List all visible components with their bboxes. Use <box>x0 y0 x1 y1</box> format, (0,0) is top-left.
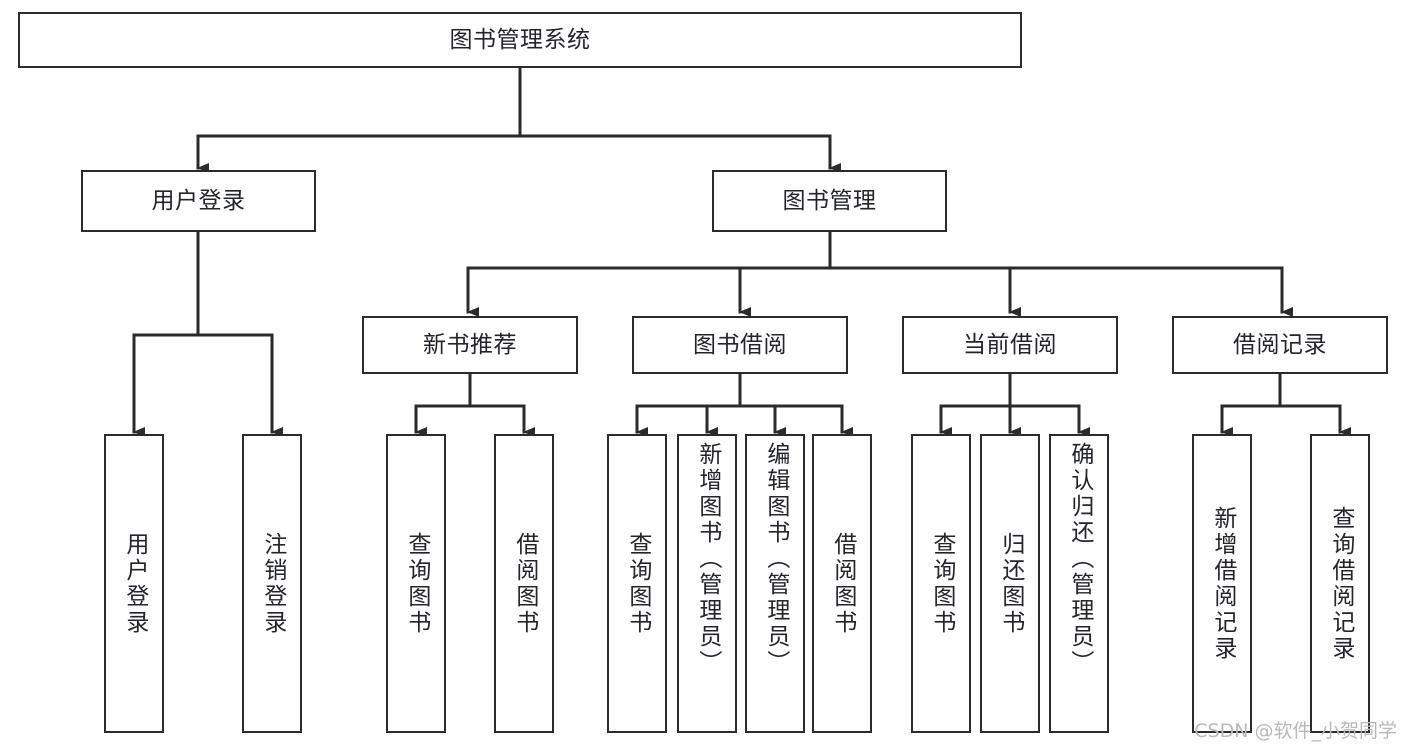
node-label: 当前借阅 <box>963 331 1057 358</box>
node-borrow-record[interactable]: 借阅记录 <box>1172 316 1388 374</box>
node-label: 查询图书 <box>624 531 651 636</box>
leaf-logout[interactable]: 注销登录 <box>242 434 302 733</box>
node-label: 注销登录 <box>259 531 286 636</box>
node-label: 借阅图书 <box>511 531 538 636</box>
leaf-borrow-book[interactable]: 借阅图书 <box>812 434 872 733</box>
leaf-return-book[interactable]: 归还图书 <box>980 434 1040 733</box>
node-current-borrow[interactable]: 当前借阅 <box>902 316 1118 374</box>
node-label: 图书管理系统 <box>449 26 591 53</box>
node-label: 确认归还（管理员） <box>1066 442 1093 676</box>
node-root-system[interactable]: 图书管理系统 <box>18 12 1022 68</box>
node-label: 借阅图书 <box>829 531 856 636</box>
leaf-query-book-current[interactable]: 查询图书 <box>911 434 971 733</box>
leaf-query-borrow-record[interactable]: 查询借阅记录 <box>1310 434 1370 733</box>
leaf-edit-book-admin[interactable]: 编辑图书（管理员） <box>745 434 805 733</box>
leaf-user-login[interactable]: 用户登录 <box>104 434 164 733</box>
node-book-management[interactable]: 图书管理 <box>712 170 947 232</box>
watermark-text: CSDN @软件_小贺同学 <box>1194 720 1397 742</box>
node-label: 新增图书（管理员） <box>694 442 721 676</box>
node-label: 查询借阅记录 <box>1327 505 1354 662</box>
leaf-add-borrow-record[interactable]: 新增借阅记录 <box>1192 434 1252 733</box>
node-user-login[interactable]: 用户登录 <box>81 170 316 232</box>
node-label: 新增借阅记录 <box>1209 505 1236 662</box>
leaf-add-book-admin[interactable]: 新增图书（管理员） <box>677 434 737 733</box>
node-label: 新书推荐 <box>423 331 517 358</box>
leaf-confirm-return-admin[interactable]: 确认归还（管理员） <box>1049 434 1109 733</box>
node-label: 借阅记录 <box>1233 331 1327 358</box>
node-book-borrow[interactable]: 图书借阅 <box>632 316 848 374</box>
node-label: 用户登录 <box>151 187 246 214</box>
node-label: 图书借阅 <box>693 331 787 358</box>
node-new-book-recommend[interactable]: 新书推荐 <box>362 316 578 374</box>
leaf-query-book-borrow[interactable]: 查询图书 <box>607 434 667 733</box>
node-label: 图书管理 <box>782 187 877 214</box>
node-label: 编辑图书（管理员） <box>762 442 789 676</box>
node-label: 归还图书 <box>997 531 1024 636</box>
node-label: 查询图书 <box>403 531 430 636</box>
leaf-query-book-recommend[interactable]: 查询图书 <box>386 434 446 733</box>
node-label: 查询图书 <box>928 531 955 636</box>
leaf-borrow-book-recommend[interactable]: 借阅图书 <box>494 434 554 733</box>
node-label: 用户登录 <box>121 531 148 636</box>
